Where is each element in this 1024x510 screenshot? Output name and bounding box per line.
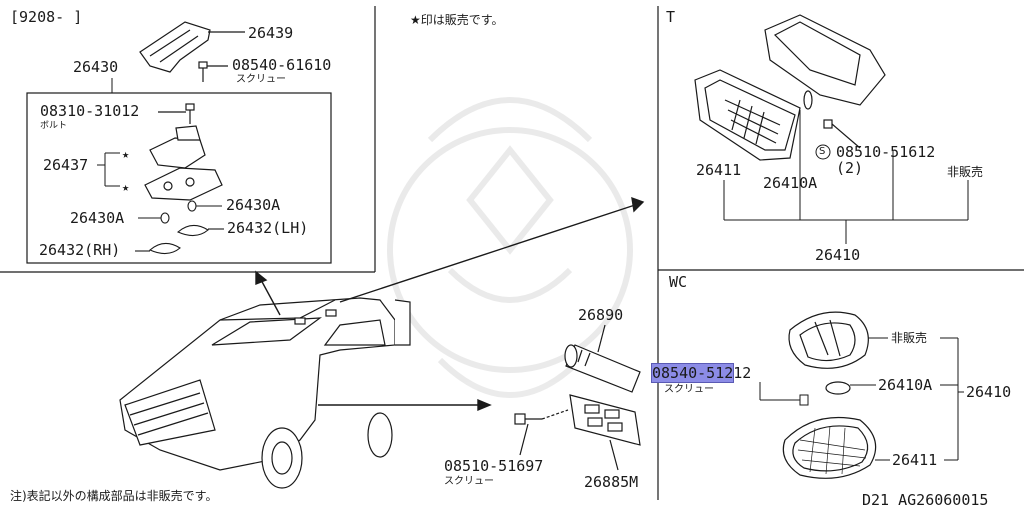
section-t-title: T (666, 8, 676, 26)
part-label-26885M: 26885M (584, 473, 639, 491)
diagram-code: D21 AG26060015 (862, 491, 989, 509)
watermark-emblem (387, 97, 633, 398)
arrow-head-26885m (477, 398, 492, 412)
part-label-26410-wc: 26410 (966, 383, 1012, 401)
part-label-26439: 26439 (248, 24, 294, 42)
star-note: ★印は販売です。 (410, 13, 504, 27)
part-label-08540-61610: 08540-61610 (232, 56, 332, 74)
not-for-sale-t: 非販売 (947, 165, 984, 179)
leader-08540-51212 (759, 382, 809, 406)
arrows (255, 196, 645, 412)
not-for-sale-wc: 非販売 (891, 331, 928, 345)
star-mark-2: ★ (122, 180, 129, 194)
screw-note-c: スクリュー (444, 476, 494, 487)
part-label-08540-51212: 08540-51212 (650, 363, 752, 383)
part-number-suffix: 12 (733, 364, 752, 382)
bolt-08310-31012 (158, 103, 195, 124)
lamp-body-26437 (144, 125, 223, 201)
section-wc-title: WC (669, 273, 688, 291)
lens-grid-wc (797, 425, 867, 475)
part-label-26411-wc: 26411 (892, 451, 938, 469)
section-wc-lamp-assembly (782, 311, 877, 479)
screw-08510-51697 (514, 409, 569, 456)
screw-note-a: スクリュー (236, 74, 286, 85)
s-mark-letter: S (819, 146, 826, 157)
star-mark-1: ★ (122, 147, 129, 161)
part-label-26437: 26437 (43, 156, 89, 174)
part-26890-tube (564, 324, 641, 393)
leader-26437 (97, 152, 120, 187)
highlighted-part-number[interactable]: 08540-512 (650, 363, 735, 383)
inner-box-26430 (26, 92, 332, 264)
part-label-26410A-t: 26410A (763, 174, 818, 192)
arrow-to-section-t (339, 204, 636, 303)
arrow-head-top-box (255, 270, 268, 286)
truck-illustration (119, 297, 411, 489)
arrow-to-top-box (259, 277, 281, 316)
part-26439-bracket (139, 21, 245, 73)
quantity-label: (2) (836, 159, 864, 177)
arrow-head-section-t (631, 196, 645, 213)
screw-note-b: スクリュー (664, 384, 714, 395)
s-mark-circle (815, 144, 831, 160)
part-26885M-housing (569, 394, 641, 471)
bulb-26430A (138, 200, 222, 224)
leader-section-t (723, 110, 969, 244)
part-label-08510-51697: 08510-51697 (444, 457, 544, 475)
leader-section-wc (850, 337, 964, 461)
part-label-26430A-right: 26430A (226, 196, 281, 214)
footer-note: 注)表記以外の構成部品は非販売です。 (10, 489, 218, 503)
part-label-26432-lh: 26432(LH) (227, 219, 309, 237)
part-label-26410A-wc: 26410A (878, 376, 933, 394)
screw-08540-61610 (198, 61, 228, 82)
part-label-26430A-left: 26430A (70, 209, 125, 227)
part-label-26432-rh: 26432(RH) (39, 241, 121, 259)
part-label-26410-t: 26410 (815, 246, 861, 264)
frame-lines (0, 6, 1024, 500)
section-t-lamp-assembly (694, 14, 886, 161)
part-label-26411-t: 26411 (696, 161, 742, 179)
date-range-label: [9208- ] (10, 8, 83, 26)
lens-26432 (135, 224, 224, 255)
part-label-08310-31012: 08310-31012 (40, 102, 140, 120)
part-label-26890: 26890 (578, 306, 624, 324)
part-label-26430: 26430 (73, 58, 119, 76)
bolt-note: ボルト (40, 121, 68, 131)
part-label-08510-51612: 08510-51612 (836, 143, 936, 161)
